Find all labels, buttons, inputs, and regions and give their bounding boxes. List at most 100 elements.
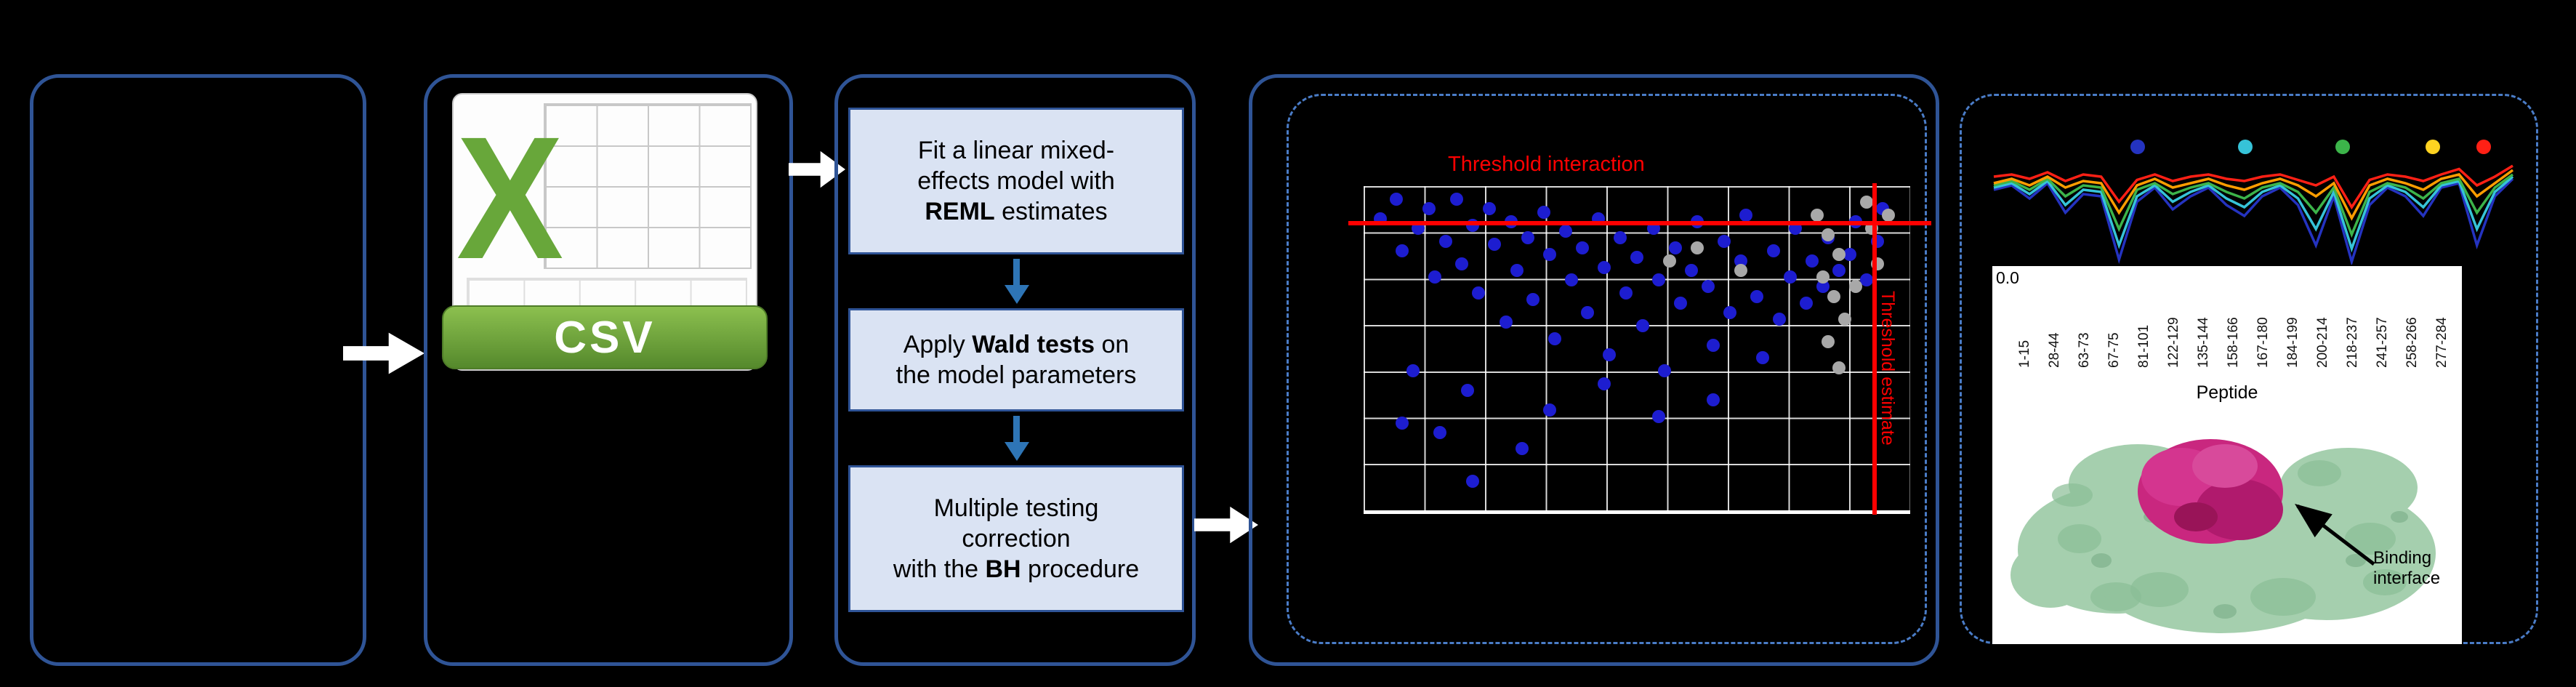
scatter-point-blue — [1406, 364, 1420, 378]
uptake-series-red — [1993, 164, 2513, 210]
volcano-dashed-border — [1287, 94, 1927, 644]
condition-legend-dot — [2238, 140, 2253, 154]
uptake-series-orange — [1993, 169, 2514, 221]
threshold-estimate-line — [1872, 183, 1877, 515]
scatter-point-blue — [1832, 263, 1846, 277]
condition-legend-dot — [2130, 140, 2145, 154]
peptide-tick: 218-237 — [2345, 317, 2360, 368]
scatter-point-blue — [1428, 270, 1441, 284]
scatter-point-blue — [1422, 202, 1436, 216]
scatter-point-gray — [1816, 270, 1830, 284]
scatter-point-gray — [1822, 335, 1835, 349]
condition-legend-dot — [2426, 140, 2440, 154]
scatter-point-blue — [1395, 244, 1409, 258]
scatter-point-blue — [1668, 241, 1682, 254]
scatter-point-blue — [1816, 280, 1830, 294]
peptide-tick: 63-73 — [2077, 332, 2092, 368]
uptake-series-navy — [1993, 177, 2514, 265]
peptide-tick: 277-284 — [2434, 317, 2450, 368]
scatter-point-blue — [1707, 338, 1720, 352]
scatter-point-blue — [1707, 393, 1720, 407]
excel-x-icon: X — [456, 100, 564, 295]
uptake-ytick: 0.0 — [1996, 268, 2019, 287]
protein-structure — [2011, 439, 2436, 633]
scatter-point-blue — [1750, 289, 1764, 303]
peptide-tick: 184-199 — [2285, 317, 2301, 368]
peptide-tick: 200-214 — [2315, 317, 2330, 368]
flow-step-reml: Fit a linear mixed- effects model with R… — [848, 108, 1184, 254]
scatter-point-gray — [1848, 280, 1862, 294]
peptide-tick: 258-266 — [2404, 317, 2420, 368]
scatter-point-gray — [1734, 263, 1747, 277]
scatter-point-blue — [1674, 296, 1688, 310]
step-arrow-1-head — [1005, 285, 1029, 304]
uptake-series-cyan — [1993, 175, 2514, 253]
binding-interface-arrow — [2295, 503, 2375, 566]
scatter-point-blue — [1564, 273, 1578, 287]
threshold-estimate-label: Threshold estimate — [1877, 291, 1898, 446]
stats-panel — [834, 74, 1196, 666]
scatter-point-blue — [1482, 202, 1496, 216]
scatter-point-gray — [1832, 361, 1846, 374]
peptide-axis-label: Peptide — [2196, 382, 2258, 403]
peptide-tick: 81-101 — [2136, 324, 2152, 368]
scatter-point-blue — [1739, 209, 1753, 222]
peptide-tick: 28-44 — [2047, 332, 2062, 368]
scatter-point-gray — [1690, 241, 1704, 254]
scatter-point-blue — [1499, 316, 1513, 329]
flow-arrow-3-icon — [1194, 502, 1258, 547]
binding-interface-label: Binding interface — [2373, 548, 2441, 588]
csv-panel — [424, 74, 793, 666]
scatter-point-gray — [1881, 209, 1895, 222]
scatter-point-blue — [1521, 231, 1534, 245]
scatter-point-blue — [1800, 296, 1814, 310]
peptide-tick: 167-180 — [2255, 317, 2271, 368]
peptide-tick: 241-257 — [2375, 317, 2390, 368]
scatter-point-blue — [1471, 286, 1485, 300]
scatter-point-blue — [1537, 205, 1551, 219]
scatter-point-blue — [1390, 192, 1404, 206]
flow-step-bh: Multiple testing correction with the BH … — [848, 465, 1184, 612]
scatter-point-blue — [1438, 234, 1452, 248]
scatter-point-blue — [1603, 347, 1617, 361]
scatter-point-blue — [1597, 260, 1611, 274]
uptake-chart — [1993, 140, 2514, 265]
peptide-tick: 158-166 — [2226, 317, 2241, 368]
scatter-point-blue — [1614, 231, 1627, 245]
scatter-point-blue — [1859, 273, 1873, 287]
condition-legend-dot — [2335, 140, 2350, 154]
scatter-point-blue — [1548, 332, 1562, 345]
peptide-tick: 135-144 — [2196, 317, 2211, 368]
scatter-point-blue — [1542, 403, 1556, 417]
step-arrow-2-head — [1005, 442, 1029, 461]
scatter-point-blue — [1559, 225, 1573, 238]
scatter-point-blue — [1460, 383, 1474, 397]
scatter-point-blue — [1843, 247, 1857, 261]
scatter-point-blue — [1516, 442, 1529, 456]
scatter-point-blue — [1635, 318, 1649, 332]
scatter-point-blue — [1597, 377, 1611, 391]
scatter-point-gray — [1663, 254, 1677, 268]
binding-interface-region — [2138, 439, 2283, 544]
scatter-point-blue — [1575, 241, 1589, 254]
flow-step-reml-text: Fit a linear mixed- effects model with R… — [917, 137, 1115, 225]
scatter-point-blue — [1652, 409, 1666, 423]
scatter-point-blue — [1652, 273, 1666, 287]
scatter-point-blue — [1542, 247, 1556, 261]
scatter-point-blue — [1488, 238, 1502, 252]
flow-arrow-1-icon — [343, 328, 424, 379]
volcano-plot — [1364, 186, 1910, 514]
scatter-point-blue — [1526, 293, 1540, 307]
scatter-point-blue — [1718, 234, 1731, 248]
scatter-point-gray — [1811, 209, 1824, 222]
flow-step-wald-text: Apply Wald tests on the model parameters — [895, 331, 1137, 389]
scatter-point-blue — [1723, 305, 1736, 319]
scatter-point-gray — [1859, 196, 1873, 209]
scatter-point-gray — [1832, 247, 1846, 261]
spreadsheet-grid — [544, 103, 752, 269]
scatter-point-blue — [1449, 192, 1463, 206]
scatter-point-blue — [1701, 280, 1715, 294]
